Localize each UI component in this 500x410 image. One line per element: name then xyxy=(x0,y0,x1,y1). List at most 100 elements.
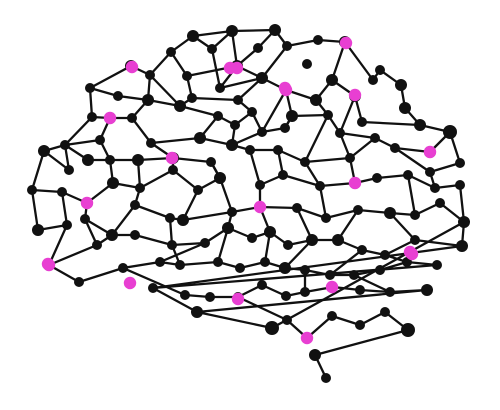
network-node xyxy=(325,270,335,280)
network-node xyxy=(60,140,70,150)
highlighted-node xyxy=(348,88,362,102)
network-node xyxy=(455,180,465,190)
network-edge xyxy=(171,156,213,164)
network-node xyxy=(206,157,216,167)
highlighted-node xyxy=(403,245,417,259)
network-edge xyxy=(283,238,314,270)
network-node xyxy=(443,125,457,139)
network-node xyxy=(226,139,238,151)
network-node xyxy=(357,245,367,255)
network-node xyxy=(80,214,90,224)
network-node xyxy=(401,323,415,337)
network-edge xyxy=(47,243,99,267)
network-node xyxy=(62,220,72,230)
network-node xyxy=(302,59,312,69)
network-node xyxy=(142,94,154,106)
network-edge xyxy=(328,248,364,277)
network-node xyxy=(245,145,255,155)
network-edge xyxy=(290,113,330,118)
network-node xyxy=(38,145,50,157)
network-edge xyxy=(318,184,328,220)
network-edge xyxy=(30,188,40,232)
network-node xyxy=(180,290,190,300)
network-node xyxy=(168,165,178,175)
network-edge xyxy=(360,120,422,127)
network-node xyxy=(283,240,293,250)
network-node xyxy=(187,30,199,42)
network-node xyxy=(130,200,140,210)
network-node xyxy=(425,167,435,177)
network-edge xyxy=(393,146,432,174)
network-node xyxy=(292,203,302,213)
network-node xyxy=(385,287,395,297)
network-node xyxy=(145,70,155,80)
network-edge xyxy=(330,40,347,82)
highlighted-node xyxy=(165,151,179,165)
network-node xyxy=(135,183,145,193)
highlighted-node xyxy=(423,145,437,159)
network-edge xyxy=(88,64,133,90)
network-node xyxy=(280,123,290,133)
network-node xyxy=(355,285,365,295)
network-node xyxy=(257,127,267,137)
network-node xyxy=(310,94,322,106)
highlighted-node xyxy=(80,196,94,210)
network-node xyxy=(282,41,292,51)
network-node xyxy=(282,315,292,325)
network-node xyxy=(130,230,140,240)
network-node xyxy=(357,117,367,127)
network-node xyxy=(399,102,411,114)
network-node xyxy=(214,172,226,184)
network-node xyxy=(187,93,197,103)
network-node xyxy=(300,287,310,297)
network-edge xyxy=(324,208,360,220)
network-node xyxy=(92,240,102,250)
network-node xyxy=(260,257,270,267)
network-node xyxy=(345,153,355,163)
network-node xyxy=(175,260,185,270)
network-node xyxy=(313,35,323,45)
network-node xyxy=(64,165,74,175)
network-edge xyxy=(170,241,207,247)
network-edge xyxy=(458,183,466,224)
network-node xyxy=(380,250,390,260)
network-edge xyxy=(303,113,330,164)
network-node xyxy=(207,44,217,54)
network-edge xyxy=(148,50,173,77)
network-edge xyxy=(338,94,357,135)
network-edge xyxy=(218,76,264,90)
network-node xyxy=(403,170,413,180)
network-node xyxy=(205,292,215,302)
network-node xyxy=(281,291,291,301)
network-node xyxy=(306,234,318,246)
network-edge xyxy=(178,104,220,118)
network-node xyxy=(132,154,144,166)
network-edge xyxy=(181,210,234,222)
network-edge xyxy=(148,73,182,108)
network-node xyxy=(269,24,281,36)
network-node xyxy=(127,113,137,123)
network-node xyxy=(57,187,67,197)
network-node xyxy=(349,270,359,280)
network-edge xyxy=(428,161,462,174)
network-node xyxy=(27,185,37,195)
network-edge xyxy=(121,260,162,270)
network-edge xyxy=(178,260,220,267)
network-node xyxy=(435,198,445,208)
highlighted-node xyxy=(253,200,267,214)
network-node xyxy=(326,74,338,86)
network-node xyxy=(455,158,465,168)
network-node xyxy=(107,177,119,189)
network-node xyxy=(194,132,206,144)
network-edge xyxy=(190,96,240,102)
network-edge xyxy=(63,138,102,147)
highlighted-nodes-layer xyxy=(41,36,437,345)
network-node xyxy=(177,214,189,226)
network-node xyxy=(375,65,385,75)
network-node xyxy=(226,25,238,37)
network-node xyxy=(257,280,267,290)
network-edge xyxy=(47,223,69,267)
network-node xyxy=(74,277,84,287)
network-edge xyxy=(236,295,289,322)
network-node xyxy=(372,173,382,183)
